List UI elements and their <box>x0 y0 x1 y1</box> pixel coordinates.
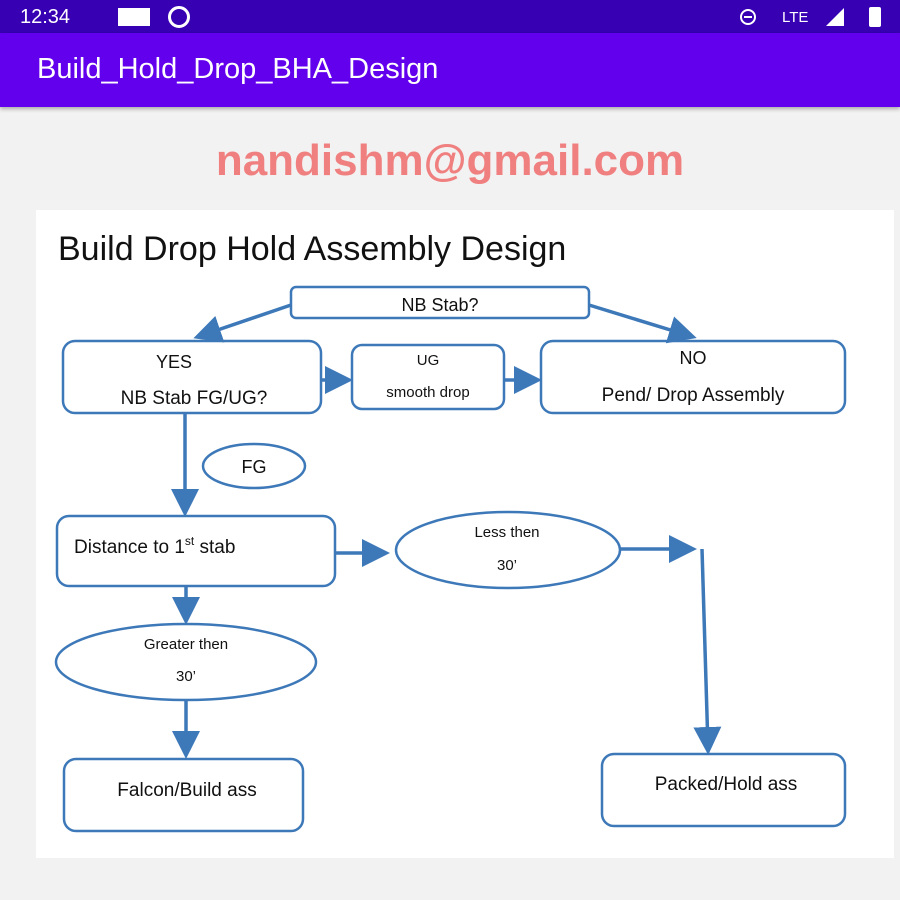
sync-icon <box>168 6 190 28</box>
fg-ellipse <box>201 442 307 490</box>
ug-label: UG <box>417 352 440 369</box>
fg-label: FG <box>242 457 267 477</box>
clock: 12:34 <box>20 6 71 28</box>
notification-icon <box>118 8 150 26</box>
status-bar: 12:34 LTE <box>0 0 900 33</box>
yes-question: NB Stab FG/UG? <box>121 388 268 409</box>
distance-text: Distance to 1st stab <box>74 534 235 558</box>
yes-label: YES <box>156 352 192 372</box>
packed-text: Packed/Hold ass <box>655 774 798 795</box>
less-line1: Less then <box>474 524 539 541</box>
yes-box <box>61 339 323 415</box>
nb-stab-text: NB Stab? <box>401 295 478 315</box>
app-bar: Build_Hold_Drop_BHA_Design <box>0 33 900 107</box>
no-text: Pend/ Drop Assembly <box>602 385 785 406</box>
greater-line2: 30’ <box>176 668 196 685</box>
diagram-title: Build Drop Hold Assembly Design <box>58 230 566 268</box>
watermark: nandishm@gmail.com <box>216 136 684 185</box>
nb-stab-box <box>289 285 591 320</box>
signal-icon <box>826 8 844 26</box>
greater-line1: Greater then <box>144 636 228 653</box>
network-type: LTE <box>782 9 809 26</box>
ug-text: smooth drop <box>386 384 469 401</box>
packed-box <box>600 752 847 828</box>
falcon-box <box>62 757 305 833</box>
battery-icon <box>869 7 881 27</box>
less-line2: 30’ <box>497 557 517 574</box>
do-not-disturb-icon <box>740 9 756 25</box>
connector-arrows <box>171 303 722 759</box>
falcon-text: Falcon/Build ass <box>117 780 256 801</box>
no-label: NO <box>680 348 707 368</box>
app-title: Build_Hold_Drop_BHA_Design <box>37 53 439 85</box>
